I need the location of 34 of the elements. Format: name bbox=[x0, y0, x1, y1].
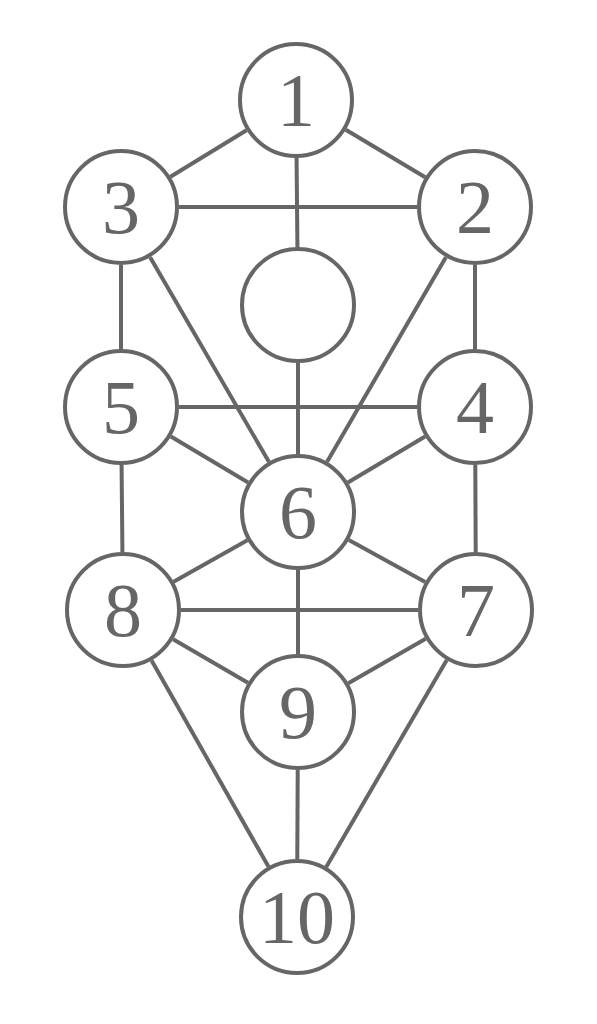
node-number: 2 bbox=[456, 169, 494, 245]
connector-line bbox=[172, 538, 249, 584]
connector-line bbox=[295, 770, 300, 859]
connector-line bbox=[148, 256, 271, 463]
connector-line bbox=[296, 570, 300, 654]
connector-line bbox=[172, 637, 249, 685]
connector-line bbox=[169, 434, 250, 485]
connector-line bbox=[325, 256, 448, 463]
connector-line bbox=[346, 434, 427, 485]
node-number: 4 bbox=[456, 369, 494, 445]
connector-line bbox=[347, 637, 427, 685]
connector-line bbox=[179, 205, 417, 209]
node-number: 10 bbox=[259, 879, 335, 955]
connector-line bbox=[344, 128, 427, 179]
connector-line bbox=[296, 363, 300, 454]
connector-line bbox=[294, 158, 300, 247]
circle-node bbox=[240, 454, 356, 570]
connector-line bbox=[169, 128, 248, 179]
connector-line bbox=[473, 265, 477, 349]
connector-line bbox=[473, 465, 478, 552]
connector-line bbox=[119, 265, 123, 349]
node-number: 1 bbox=[277, 62, 315, 138]
connector-line bbox=[324, 659, 449, 868]
connector-line bbox=[347, 538, 427, 584]
node-number: 8 bbox=[104, 572, 142, 648]
node-number: 5 bbox=[102, 369, 140, 445]
connector-line bbox=[181, 608, 418, 612]
node-number: 7 bbox=[457, 572, 495, 648]
connector-line bbox=[119, 464, 125, 553]
node-number: 9 bbox=[279, 674, 317, 750]
node-number: 6 bbox=[279, 474, 317, 550]
node-number: 3 bbox=[102, 169, 140, 245]
connector-line bbox=[179, 405, 417, 409]
connector-line bbox=[149, 659, 271, 868]
